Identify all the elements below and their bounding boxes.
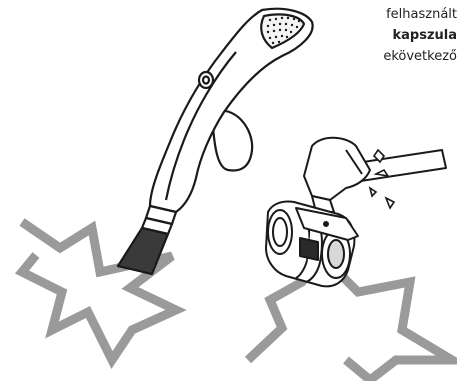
capsule-icon bbox=[266, 201, 358, 286]
hammer-icon bbox=[304, 138, 446, 212]
